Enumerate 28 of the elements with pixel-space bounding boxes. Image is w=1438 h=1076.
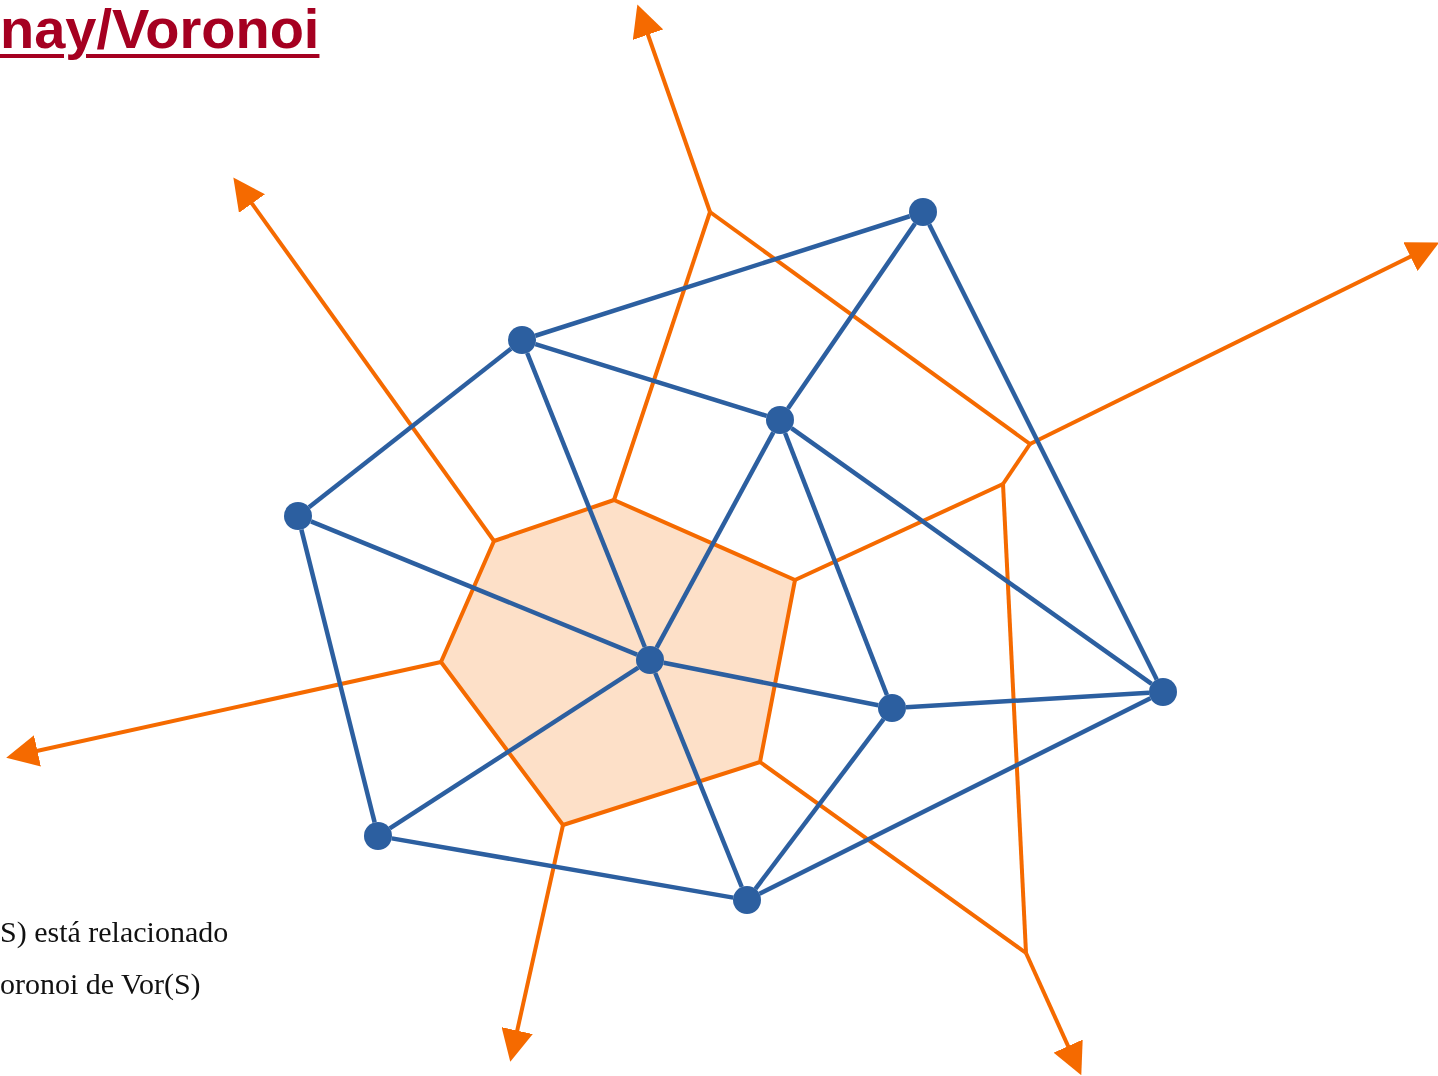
delaunay-edge [786, 222, 917, 410]
delaunay-edge [927, 223, 1159, 681]
delaunay-edge [534, 342, 768, 418]
site-point [364, 822, 392, 850]
site-point [284, 502, 312, 530]
delaunay-edge [790, 426, 1153, 686]
delaunay-edge [391, 836, 734, 900]
site-point [878, 694, 906, 722]
delaunay-edge [663, 660, 879, 708]
site-point [909, 198, 937, 226]
delaunay-edge [388, 665, 640, 831]
site-point [1149, 678, 1177, 706]
title: nay/Voronoi [0, 0, 320, 58]
delaunay-edge [905, 690, 1150, 710]
delaunay-edge [525, 352, 647, 648]
site-point [766, 406, 794, 434]
delaunay-edge [310, 519, 638, 657]
delaunay-edge [758, 696, 1152, 896]
site-point [508, 326, 536, 354]
caption-text: S) está relacionado oronoi de Vor(S) [0, 914, 230, 1002]
delaunay-edge [653, 672, 744, 888]
delaunay-edge [299, 529, 377, 823]
delaunay-edge [654, 431, 776, 649]
site-point [733, 886, 761, 914]
delaunay-edge [753, 717, 886, 891]
delaunay-edge [534, 214, 911, 338]
delaunay-edge [307, 346, 513, 510]
delaunay-edge [782, 432, 890, 696]
